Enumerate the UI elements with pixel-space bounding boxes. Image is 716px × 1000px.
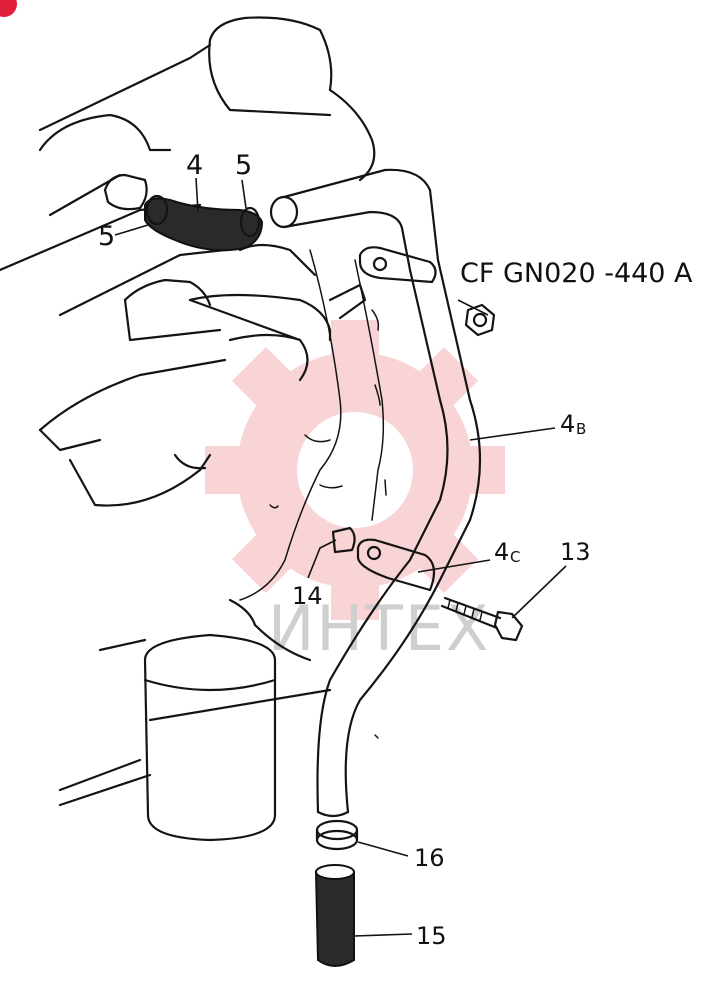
label-hose-bottom: 15 <box>416 922 447 950</box>
collar <box>331 526 356 554</box>
label-clamp-left: 5 <box>98 221 115 252</box>
label-pipe-sub: B <box>576 420 586 438</box>
hose-clamp-lower <box>315 819 359 851</box>
pipe-bracket-lower <box>356 538 436 592</box>
label-bracket-num: 4 <box>494 538 509 566</box>
leader-lines <box>114 177 567 937</box>
engine-block <box>0 16 387 842</box>
label-hose-main: 4 <box>186 150 203 181</box>
label-clamp-top: 5 <box>235 150 252 181</box>
gear-logo-icon <box>205 320 505 620</box>
metal-pipe <box>269 168 482 818</box>
lower-hose <box>314 864 355 967</box>
label-clamp-bottom: 16 <box>414 844 445 872</box>
label-bracket-sub: C <box>510 548 520 566</box>
upper-hose <box>103 173 264 252</box>
nut <box>464 303 496 337</box>
label-ref-code: CF GN020 -440 A <box>460 258 693 289</box>
pipe-bracket-upper <box>328 246 437 320</box>
bolt <box>440 596 524 642</box>
label-pipe-num: 4 <box>560 410 575 438</box>
label-collar: 14 <box>292 582 323 610</box>
label-bolt: 13 <box>560 538 591 566</box>
corner-badge-icon <box>0 0 17 17</box>
